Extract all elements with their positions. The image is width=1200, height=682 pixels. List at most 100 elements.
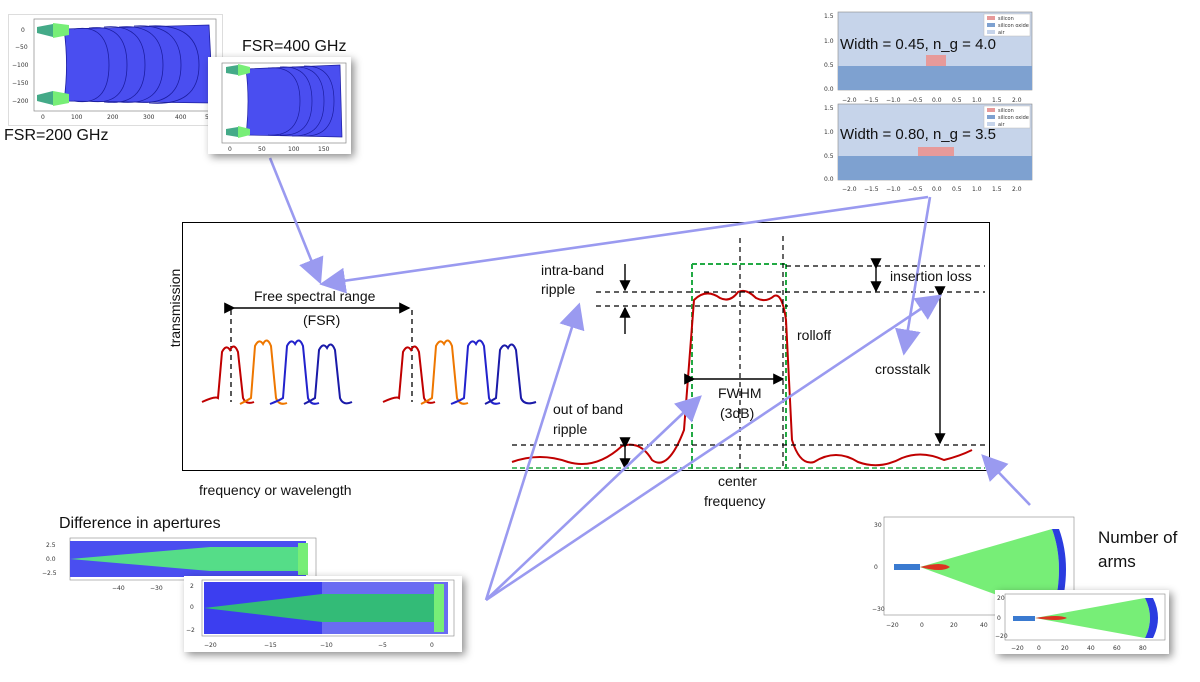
svg-text:−0.5: −0.5: [908, 186, 923, 193]
fsr-label-line1: Free spectral range: [254, 288, 376, 304]
apertures-title: Difference in apertures: [59, 515, 221, 532]
mode-plot-bottom: silicon silicon oxide air 1.5 1.0 0.5 0.0 −…: [822, 102, 1036, 194]
svg-text:−200: −200: [12, 98, 29, 105]
svg-text:−20: −20: [1011, 645, 1024, 652]
svg-text:−1.5: −1.5: [864, 186, 879, 193]
awg-400-plot: 0 50 100 150: [208, 57, 351, 154]
svg-text:−2.0: −2.0: [842, 97, 857, 104]
x-axis-label: frequency or wavelength: [199, 482, 352, 498]
rolloff-label: rolloff: [797, 327, 831, 343]
svg-text:−30: −30: [150, 585, 163, 592]
svg-text:100: 100: [288, 146, 300, 153]
svg-text:1.5: 1.5: [824, 13, 834, 20]
mode-top-annotation: Width = 0.45, n_g = 4.0: [840, 36, 996, 53]
y-axis-label: transmission: [167, 268, 183, 348]
svg-text:−50: −50: [15, 44, 28, 51]
svg-text:200: 200: [107, 114, 119, 121]
svg-text:air: air: [998, 122, 1005, 128]
svg-text:2: 2: [190, 583, 194, 590]
svg-text:1.5: 1.5: [992, 186, 1002, 193]
svg-text:20: 20: [1061, 645, 1069, 652]
svg-text:−20: −20: [204, 642, 217, 649]
svg-text:−20: −20: [995, 633, 1008, 640]
svg-text:−0.5: −0.5: [908, 97, 923, 104]
aperture-plot-1-graphic: 2.5 0.0 −2.5 −40 −30: [42, 537, 317, 592]
center-frequency-label-2: frequency: [704, 493, 766, 509]
svg-text:0.5: 0.5: [824, 62, 834, 69]
main-diagram-frame: [182, 222, 990, 471]
spectrum-red-1: [201, 345, 255, 404]
svg-text:30: 30: [874, 522, 882, 529]
fwhm-label-1: FWHM: [718, 385, 762, 401]
spectrum-blue-4: [484, 343, 537, 405]
aperture-plot-2-graphic: 2 0 −2 −20 −15 −10 −5 0: [186, 579, 455, 649]
oob-label-2: ripple: [553, 421, 588, 437]
svg-text:20: 20: [997, 595, 1005, 602]
svg-text:0: 0: [1037, 645, 1041, 652]
svg-text:silicon oxide: silicon oxide: [998, 115, 1029, 121]
svg-text:−30: −30: [872, 606, 885, 613]
spectrum-red-2: [382, 345, 436, 404]
svg-text:100: 100: [71, 114, 83, 121]
svg-text:0.0: 0.0: [824, 176, 834, 183]
svg-text:0: 0: [190, 604, 194, 611]
svg-text:−5: −5: [378, 642, 387, 649]
svg-text:40: 40: [1087, 645, 1095, 652]
connector-arrows: [268, 157, 1031, 602]
svg-text:0.0: 0.0: [46, 556, 56, 563]
mode-bottom-annotation: Width = 0.80, n_g = 3.5: [840, 126, 996, 143]
svg-text:−15: −15: [264, 642, 277, 649]
svg-text:−1.0: −1.0: [886, 186, 901, 193]
svg-text:2.0: 2.0: [1012, 186, 1022, 193]
svg-text:0.5: 0.5: [952, 97, 962, 104]
svg-text:silicon: silicon: [998, 16, 1014, 22]
svg-text:40: 40: [980, 622, 988, 629]
svg-text:60: 60: [1113, 645, 1121, 652]
mode-plot-top-graphic: silicon silicon oxide air 1.51.00.50.0 −…: [824, 11, 1033, 104]
svg-text:1.0: 1.0: [972, 97, 982, 104]
fsr-400-label: FSR=400 GHz: [242, 38, 347, 55]
svg-text:50: 50: [258, 146, 266, 153]
spectrum-blue-1: [269, 339, 320, 405]
svg-text:0.5: 0.5: [952, 186, 962, 193]
svg-text:2.0: 2.0: [1012, 97, 1022, 104]
svg-text:0: 0: [228, 146, 232, 153]
awg-400-graphic: 0 50 100 150: [221, 62, 347, 153]
fsr-label-line2: (FSR): [303, 312, 341, 328]
spectrum-blue-2: [303, 343, 353, 405]
svg-text:−10: −10: [320, 642, 333, 649]
svg-text:0: 0: [41, 114, 45, 121]
svg-text:0: 0: [21, 27, 25, 34]
svg-text:0: 0: [430, 642, 434, 649]
svg-text:80: 80: [1139, 645, 1147, 652]
svg-text:0.0: 0.0: [824, 86, 834, 93]
svg-text:−40: −40: [112, 585, 125, 592]
svg-text:20: 20: [950, 622, 958, 629]
svg-text:silicon: silicon: [998, 108, 1014, 114]
crosstalk-label: crosstalk: [875, 361, 931, 377]
svg-text:2.5: 2.5: [46, 542, 56, 549]
svg-text:−150: −150: [12, 80, 29, 87]
svg-text:150: 150: [318, 146, 330, 153]
spectrum-orange-2: [420, 339, 469, 405]
svg-text:−2.0: −2.0: [842, 186, 857, 193]
svg-text:−1.0: −1.0: [886, 97, 901, 104]
svg-text:−100: −100: [12, 62, 29, 69]
mode-plot-bottom-graphic: silicon silicon oxide air 1.5 1.0 0.5 0.0 −…: [824, 103, 1033, 193]
svg-text:1.5: 1.5: [992, 97, 1002, 104]
svg-text:−2.5: −2.5: [42, 570, 57, 577]
svg-text:0.5: 0.5: [824, 153, 834, 160]
svg-text:0.0: 0.0: [932, 97, 942, 104]
svg-text:0: 0: [874, 564, 878, 571]
fwhm-label-2: (3dB): [720, 405, 755, 421]
svg-text:300: 300: [143, 114, 155, 121]
svg-text:0.0: 0.0: [932, 186, 942, 193]
svg-text:0: 0: [920, 622, 924, 629]
svg-text:1.0: 1.0: [972, 186, 982, 193]
svg-text:−2: −2: [186, 627, 195, 634]
svg-text:400: 400: [175, 114, 187, 121]
